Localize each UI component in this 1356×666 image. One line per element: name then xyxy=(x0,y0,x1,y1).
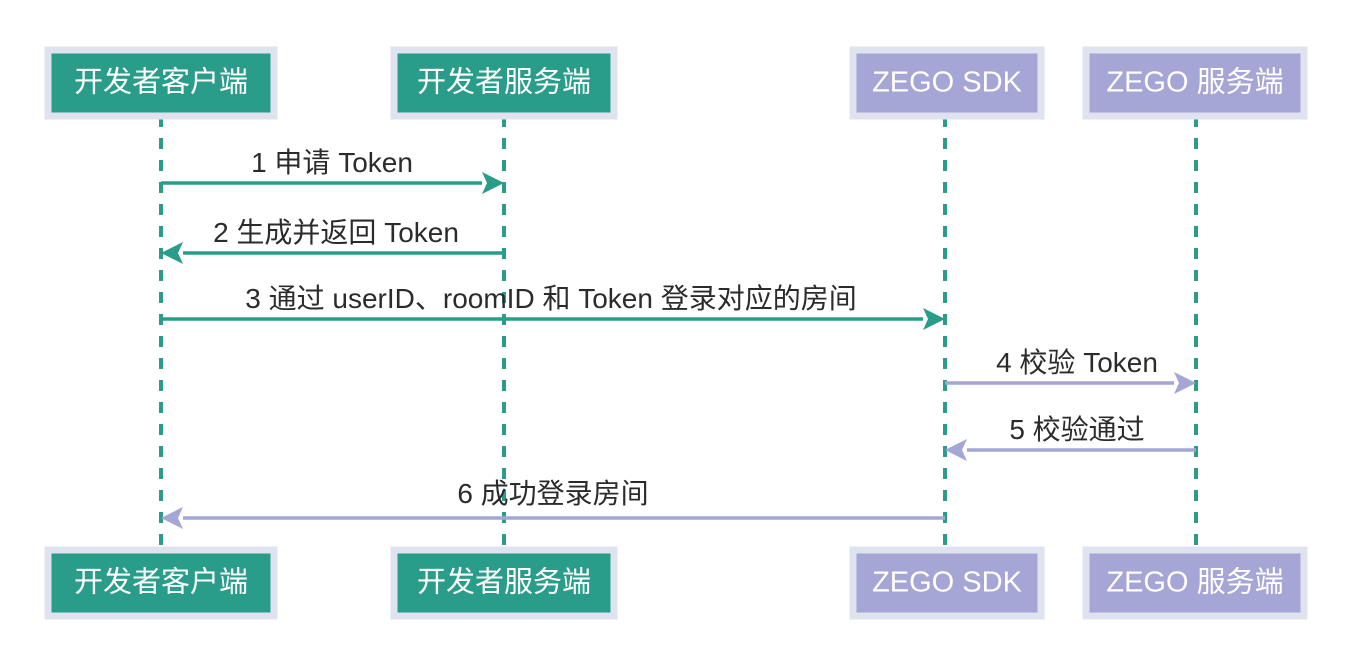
participant-label-zego-sdk-header: ZEGO SDK xyxy=(872,67,1023,99)
participant-zego-server-footer[interactable]: ZEGO 服务端 xyxy=(1082,546,1308,620)
message-arrowhead-2 xyxy=(161,242,183,264)
participant-box-dev-server-header[interactable] xyxy=(390,46,618,120)
message-6: 6 成功登录房间 xyxy=(161,478,945,529)
participant-zego-sdk-header[interactable]: ZEGO SDK xyxy=(849,46,1045,120)
participant-box-dev-client-footer[interactable] xyxy=(44,546,278,620)
participant-label-dev-server-header: 开发者服务端 xyxy=(417,66,591,99)
participant-label-dev-server-footer: 开发者服务端 xyxy=(417,566,591,599)
participant-label-dev-client-header: 开发者客户端 xyxy=(74,66,248,99)
participant-label-zego-server-footer: ZEGO 服务端 xyxy=(1106,566,1283,599)
participant-box-zego-server-footer[interactable] xyxy=(1082,546,1308,620)
footer-participant-boxes: 开发者客户端 开发者服务端 ZEGO SDK ZEGO 服务端 xyxy=(44,546,1308,620)
lifelines-layer xyxy=(159,116,1198,550)
participant-zego-server-header[interactable]: ZEGO 服务端 xyxy=(1082,46,1308,120)
message-arrowhead-3 xyxy=(923,308,945,330)
message-arrowhead-4 xyxy=(1174,372,1196,394)
message-3: 3 通过 userID、roomID 和 Token 登录对应的房间 xyxy=(161,283,945,330)
message-label-1: 1 申请 Token xyxy=(251,147,413,178)
participant-label-dev-client-footer: 开发者客户端 xyxy=(74,566,248,599)
participant-dev-server-footer[interactable]: 开发者服务端 xyxy=(390,546,618,620)
message-label-6: 6 成功登录房间 xyxy=(457,478,648,509)
message-arrowhead-1 xyxy=(482,172,504,194)
message-1: 1 申请 Token xyxy=(161,147,504,194)
message-arrowhead-6 xyxy=(161,507,183,529)
participant-box-zego-server-header[interactable] xyxy=(1082,46,1308,120)
participant-box-zego-sdk-footer[interactable] xyxy=(849,546,1045,620)
message-arrowhead-5 xyxy=(945,439,967,461)
header-participant-boxes: 开发者客户端 开发者服务端 ZEGO SDK ZEGO 服务端 xyxy=(44,46,1308,120)
participant-zego-sdk-footer[interactable]: ZEGO SDK xyxy=(849,546,1045,620)
message-2: 2 生成并返回 Token xyxy=(161,217,504,264)
participant-box-dev-client-header[interactable] xyxy=(44,46,278,120)
message-5: 5 校验通过 xyxy=(945,414,1196,461)
messages-layer: 1 申请 Token 2 生成并返回 Token 3 通过 userID、roomI… xyxy=(161,147,1196,529)
message-label-5: 5 校验通过 xyxy=(1009,414,1144,445)
participant-box-dev-server-footer[interactable] xyxy=(390,546,618,620)
participant-box-zego-sdk-header[interactable] xyxy=(849,46,1045,120)
participant-label-zego-sdk-footer: ZEGO SDK xyxy=(872,567,1023,599)
message-label-4: 4 校验 Token xyxy=(996,347,1158,378)
message-4: 4 校验 Token xyxy=(945,347,1196,394)
participant-label-zego-server-header: ZEGO 服务端 xyxy=(1106,66,1283,99)
participant-dev-client-header[interactable]: 开发者客户端 xyxy=(44,46,278,120)
message-label-3: 3 通过 userID、roomID 和 Token 登录对应的房间 xyxy=(245,283,856,314)
participant-dev-server-header[interactable]: 开发者服务端 xyxy=(390,46,618,120)
participant-dev-client-footer[interactable]: 开发者客户端 xyxy=(44,546,278,620)
message-label-2: 2 生成并返回 Token xyxy=(213,217,459,248)
